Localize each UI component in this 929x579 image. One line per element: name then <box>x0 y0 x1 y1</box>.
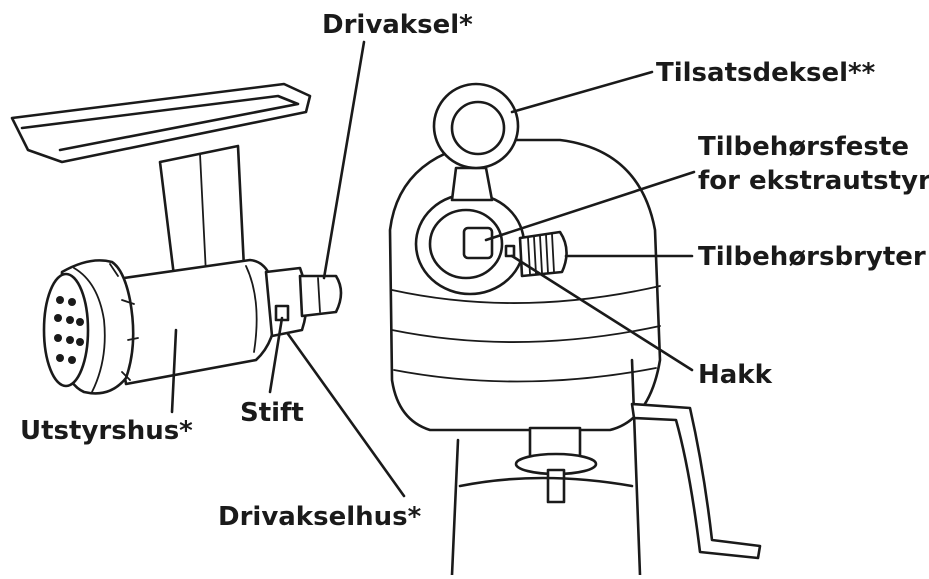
leader-drivaksel <box>322 40 366 280</box>
mixer-head-body <box>388 138 662 432</box>
label-tilbehorsfeste-line2: for ekstrautstyr <box>698 166 929 196</box>
bowl-lift-lever <box>630 402 762 560</box>
leader-utstyrshus <box>170 328 178 414</box>
grinding-plate <box>42 272 90 388</box>
hopper-tray-rim <box>20 94 300 152</box>
leader-stift <box>268 316 284 394</box>
label-drivakselhus: Drivakselhus* <box>218 502 422 532</box>
mixer-head <box>388 82 762 577</box>
attachment-knob <box>518 230 568 278</box>
hopper-tray <box>10 82 312 164</box>
leader-hakk <box>510 254 694 372</box>
label-hakk: Hakk <box>698 360 772 390</box>
label-tilbehorsfeste-line1: Tilbehørsfeste <box>698 132 909 162</box>
hub-socket <box>462 226 494 260</box>
leader-tilsatsdeksel <box>510 70 654 114</box>
leader-lines <box>170 40 696 498</box>
notch <box>504 244 516 258</box>
stand-column <box>450 358 642 577</box>
label-utstyrshus: Utstyrshus* <box>20 416 193 446</box>
label-tilsatsdeksel: Tilsatsdeksel** <box>656 58 876 88</box>
leader-drivakselhus <box>286 332 406 498</box>
plate-holes <box>54 296 84 364</box>
drive-shaft <box>298 274 343 318</box>
grinder-attachment <box>10 82 343 395</box>
label-drivaksel: Drivaksel* <box>322 10 473 40</box>
label-tilbehorsbryter: Tilbehørsbryter <box>698 242 926 272</box>
beater-shaft <box>546 468 566 504</box>
leader-tilbehorsfeste <box>484 170 696 242</box>
label-stift: Stift <box>240 398 304 428</box>
